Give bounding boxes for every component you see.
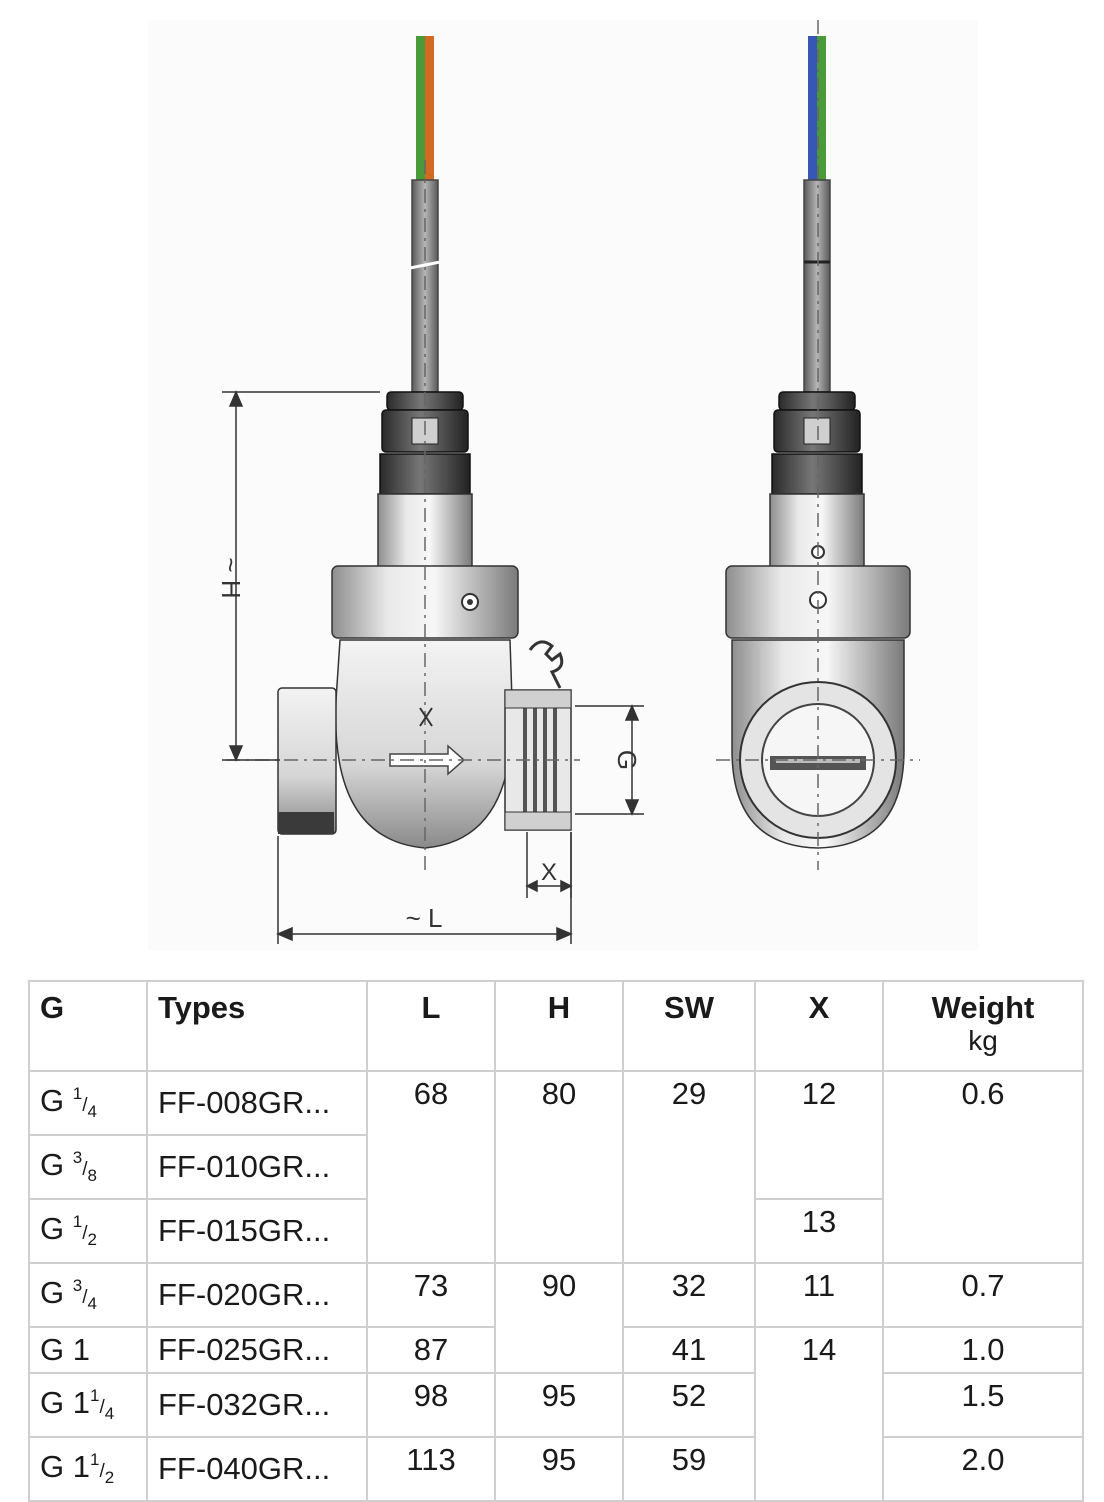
cell-weight: 2.0 — [882, 1436, 1084, 1502]
cell-g: G 1 — [28, 1326, 148, 1374]
cell-type: FF-010GR... — [146, 1134, 368, 1200]
col-header-types: Types — [146, 980, 368, 1072]
col-header-g: G — [28, 980, 148, 1072]
cell-l: 98 — [366, 1372, 496, 1438]
cell-g: G 3/8 — [28, 1134, 148, 1200]
cell-weight: 0.6 — [882, 1070, 1084, 1264]
cell-h: 95 — [494, 1372, 624, 1438]
dimension-lines — [222, 390, 644, 944]
weight-label: Weight — [931, 990, 1035, 1025]
cell-x: 12 — [754, 1070, 884, 1200]
cell-h: 95 — [494, 1436, 624, 1502]
cell-sw: 29 — [622, 1070, 756, 1264]
table-row: G 3/8 FF-010GR... — [28, 1134, 1083, 1200]
wire-green — [416, 36, 425, 181]
cell-x: 14 — [754, 1326, 884, 1502]
cell-sw: 41 — [622, 1326, 756, 1374]
cell-x: 13 — [754, 1198, 884, 1264]
cell-l: 87 — [366, 1326, 496, 1374]
cell-weight: 1.5 — [882, 1372, 1084, 1438]
cell-type: FF-020GR... — [146, 1262, 368, 1328]
table-row: G 1/2 FF-015GR... 13 — [28, 1198, 1083, 1264]
cell-l: 68 — [366, 1070, 496, 1264]
cell-g: G 11/4 — [28, 1372, 148, 1438]
table-row: G 1/4 FF-008GR... 68 80 29 12 0.6 — [28, 1070, 1084, 1264]
table-row: G 11/2 FF-040GR... 113 95 59 2.0 — [28, 1436, 1084, 1502]
cell-sw: 52 — [622, 1372, 756, 1438]
cell-type: FF-032GR... — [146, 1372, 368, 1438]
cell-l: 73 — [366, 1262, 496, 1328]
col-header-sw: SW — [622, 980, 756, 1072]
cell-weight: 1.0 — [882, 1326, 1084, 1374]
cell-g: G 11/2 — [28, 1436, 148, 1502]
dim-label-g: G — [612, 750, 642, 770]
dim-label-x: X — [541, 859, 557, 886]
cell-h: 90 — [494, 1262, 624, 1374]
weight-unit: kg — [968, 1025, 998, 1056]
cell-type: FF-025GR... — [146, 1326, 368, 1374]
wire-green-2 — [817, 36, 826, 181]
front-view — [716, 20, 920, 870]
cell-x: 11 — [754, 1262, 884, 1328]
cell-type: FF-008GR... — [146, 1070, 368, 1136]
cell-type: FF-015GR... — [146, 1198, 368, 1264]
col-header-x: X — [754, 980, 884, 1072]
cell-h: 80 — [494, 1070, 624, 1264]
wire-orange — [425, 36, 434, 181]
cell-sw: 59 — [622, 1436, 756, 1502]
table-row: G 3/4 FF-020GR... 73 90 32 11 0.7 — [28, 1262, 1084, 1374]
cell-g: G 1/4 — [28, 1070, 148, 1136]
cell-l: 113 — [366, 1436, 496, 1502]
flow-switch-drawing: ~ H ~ L G X — [216, 20, 920, 944]
col-header-weight: Weight kg — [882, 980, 1084, 1072]
dim-label-l: ~ L — [406, 903, 443, 933]
wrench-icon — [528, 640, 564, 689]
col-header-h: H — [494, 980, 624, 1072]
table-row: G 1 FF-025GR... 87 41 14 1.0 — [28, 1326, 1084, 1502]
cell-g: G 3/4 — [28, 1262, 148, 1328]
side-view — [226, 36, 580, 870]
table-row: G 11/4 FF-032GR... 98 95 52 1.5 — [28, 1372, 1084, 1438]
cell-weight: 0.7 — [882, 1262, 1084, 1328]
spec-table: G Types L H SW X Weight kg G 1/4 FF-008G… — [28, 980, 1084, 1502]
dim-label-h: ~ H — [216, 557, 246, 598]
cell-sw: 32 — [622, 1262, 756, 1328]
wire-blue — [808, 36, 817, 181]
col-header-l: L — [366, 980, 496, 1072]
cell-g: G 1/2 — [28, 1198, 148, 1264]
table-header-row: G Types L H SW X Weight kg — [28, 980, 1084, 1072]
cell-type: FF-040GR... — [146, 1436, 368, 1502]
